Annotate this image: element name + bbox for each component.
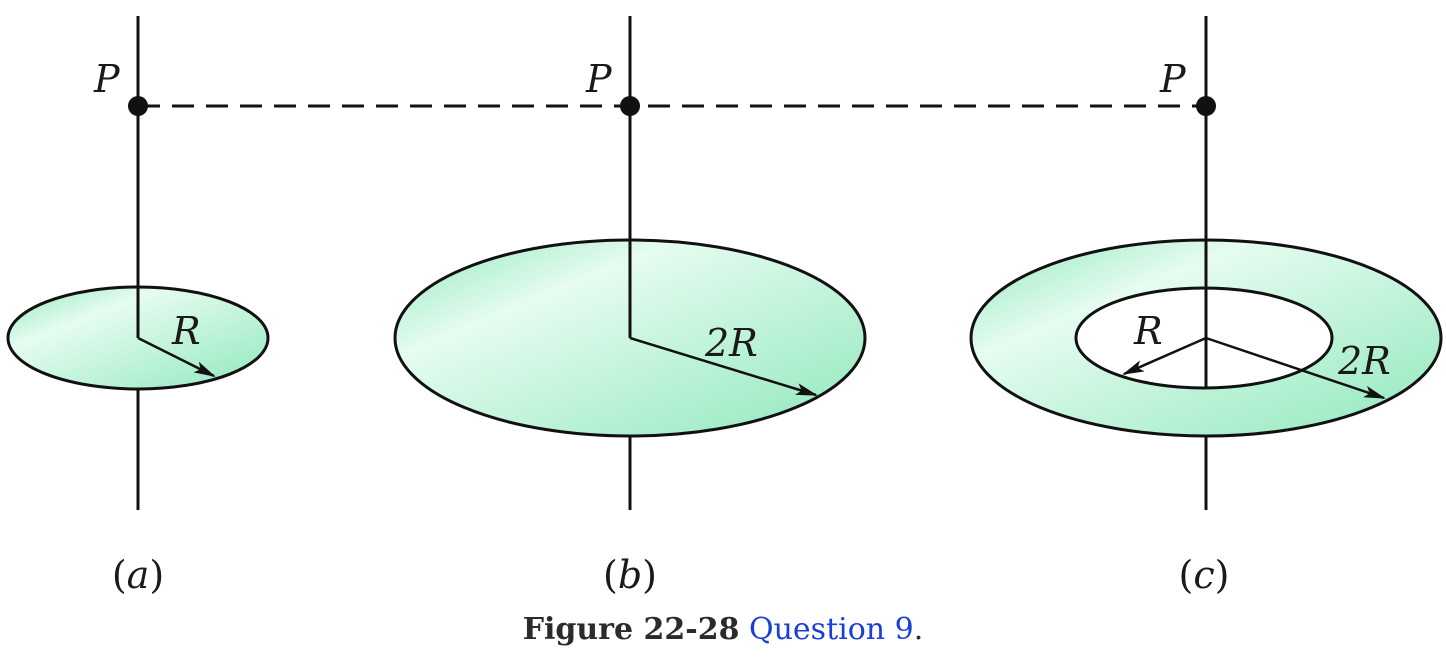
figure-caption: Figure 22-28 Question 9. [0, 612, 1446, 647]
panel-c: P R 2R (c) [969, 16, 1443, 597]
question-link[interactable]: Question 9 [749, 612, 914, 647]
outer-radius-arrow-c [1205, 336, 1386, 400]
point-p-c [1196, 96, 1216, 116]
outer-radius-label-c: 2R [1337, 339, 1391, 383]
point-p-b [620, 96, 640, 116]
panel-label-c: (c) [1179, 553, 1230, 597]
figure-number: Figure 22-28 [522, 612, 740, 647]
point-label-b: P [585, 57, 613, 101]
point-label-c: P [1159, 57, 1187, 101]
radius-label-a: R [171, 309, 201, 353]
caption-suffix: . [913, 612, 924, 647]
radius-arrow-b [629, 336, 818, 397]
inner-radius-arrow-c [1122, 336, 1207, 376]
panel-label-b: (b) [603, 553, 657, 597]
radius-arrow-a [137, 336, 216, 378]
point-label-a: P [93, 57, 121, 101]
panel-a: P R (a) [6, 16, 270, 597]
panel-b: P 2R (b) [393, 16, 867, 597]
radius-label-b: 2R [704, 321, 758, 365]
figure-diagram: P R (a) P 2R (b) P R 2R (c) [6, 16, 1443, 597]
inner-radius-label-c: R [1133, 309, 1163, 353]
point-p-a [128, 96, 148, 116]
panel-label-a: (a) [112, 553, 164, 597]
